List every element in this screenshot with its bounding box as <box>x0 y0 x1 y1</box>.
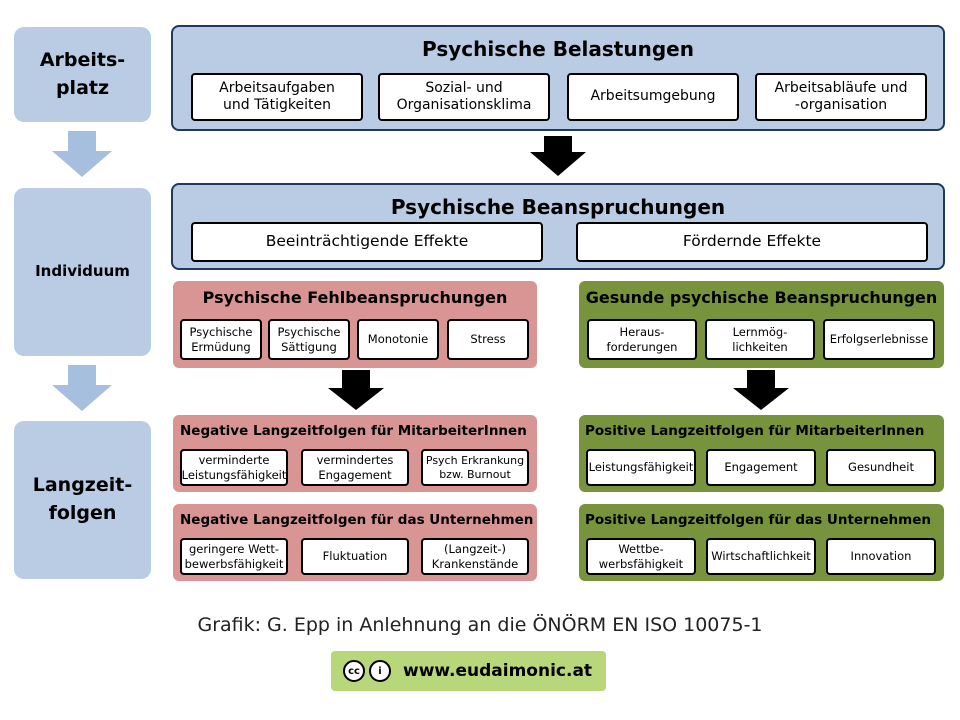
pos-unternehmen-title: Positive Langzeitfolgen für das Unterneh… <box>585 512 931 528</box>
neg-mitarbeiter-panel: Negative Langzeitfolgen für MitarbeiterI… <box>173 415 537 492</box>
website-badge[interactable]: cc i www.eudaimonic.at <box>331 651 606 691</box>
belastungen-item: Arbeitsaufgaben und Tätigkeiten <box>191 73 363 121</box>
belastungen-title: Psychische Belastungen <box>422 37 694 61</box>
pos-unternehmen-panel: Positive Langzeitfolgen für das Unterneh… <box>579 504 944 581</box>
gesunde-item: Heraus- forderungen <box>587 319 697 360</box>
beanspruchungen-item: Beeinträchtigende Effekte <box>191 222 543 262</box>
neg-mitarbeiter-item: verminderte Leistungsfähigkeit <box>180 449 288 486</box>
belastungen-panel: Psychische Belastungen Arbeitsaufgaben u… <box>171 25 945 131</box>
fehlbeanspruchungen-item: Psychische Sättigung <box>268 319 350 360</box>
gesunde-panel: Gesunde psychische Beanspruchungen Herau… <box>579 281 944 368</box>
fehlbeanspruchungen-title: Psychische Fehlbeanspruchungen <box>202 288 508 307</box>
arrow-down-icon-left <box>328 370 384 410</box>
beanspruchungen-item: Fördernde Effekte <box>576 222 928 262</box>
sidebar-arrow-down-icon-2 <box>52 365 112 411</box>
neg-unternehmen-item: (Langzeit-) Krankenstände <box>421 538 529 575</box>
pos-mitarbeiter-item: Gesundheit <box>826 449 936 486</box>
neg-unternehmen-title: Negative Langzeitfolgen für das Unterneh… <box>180 512 534 528</box>
sidebar-arbeitsplatz-label: Arbeits- platz <box>39 48 126 99</box>
sidebar-langzeitfolgen-label: Langzeit- folgen <box>32 474 133 524</box>
attribution-icon: i <box>369 660 391 682</box>
arrow-down-icon-right <box>733 370 789 410</box>
pos-mitarbeiter-panel: Positive Langzeitfolgen für MitarbeiterI… <box>579 415 944 492</box>
fehlbeanspruchungen-item: Psychische Ermüdung <box>180 319 262 360</box>
neg-unternehmen-panel: Negative Langzeitfolgen für das Unterneh… <box>173 504 537 581</box>
belastungen-item: Arbeitsumgebung <box>567 73 739 121</box>
neg-unternehmen-item: geringere Wett- bewerbsfähigkeit <box>180 538 288 575</box>
gesunde-title: Gesunde psychische Beanspruchungen <box>585 288 938 307</box>
sidebar-individuum: Individuum <box>14 188 151 356</box>
neg-mitarbeiter-item: Psych Erkrankung bzw. Burnout <box>421 449 529 486</box>
neg-unternehmen-item: Fluktuation <box>301 538 409 575</box>
arrow-down-icon <box>530 136 586 176</box>
pos-unternehmen-item: Innovation <box>826 538 936 575</box>
sidebar-langzeitfolgen: Langzeit- folgen <box>14 421 151 579</box>
fehlbeanspruchungen-panel: Psychische Fehlbeanspruchungen Psychisch… <box>173 281 537 368</box>
cc-icon: cc <box>343 660 365 682</box>
pos-mitarbeiter-title: Positive Langzeitfolgen für MitarbeiterI… <box>585 423 925 439</box>
gesunde-item: Erfolgserlebnisse <box>823 319 935 360</box>
belastungen-item: Sozial- und Organisationsklima <box>378 73 550 121</box>
belastungen-item: Arbeitsabläufe und -organisation <box>755 73 927 121</box>
neg-mitarbeiter-item: vermindertes Engagement <box>301 449 409 486</box>
gesunde-item: Lernmög- lichkeiten <box>705 319 815 360</box>
pos-unternehmen-item: Wirtschaftlichkeit <box>706 538 816 575</box>
sidebar-individuum-label: Individuum <box>35 262 130 281</box>
pos-mitarbeiter-item: Engagement <box>706 449 816 486</box>
fehlbeanspruchungen-item: Stress <box>447 319 529 360</box>
neg-mitarbeiter-title: Negative Langzeitfolgen für MitarbeiterI… <box>180 423 527 439</box>
sidebar-arbeitsplatz: Arbeits- platz <box>14 27 151 122</box>
sidebar-arrow-down-icon <box>52 131 112 177</box>
credit-text: Grafik: G. Epp in Anlehnung an die ÖNÖRM… <box>197 614 763 636</box>
pos-unternehmen-item: Wettbe- werbsfähigkeit <box>586 538 696 575</box>
website-link[interactable]: www.eudaimonic.at <box>403 661 593 681</box>
beanspruchungen-panel: Psychische Beanspruchungen Beeinträchtig… <box>171 183 945 270</box>
pos-mitarbeiter-item: Leistungsfähigkeit <box>586 449 696 486</box>
beanspruchungen-title: Psychische Beanspruchungen <box>390 195 726 219</box>
fehlbeanspruchungen-item: Monotonie <box>357 319 439 360</box>
